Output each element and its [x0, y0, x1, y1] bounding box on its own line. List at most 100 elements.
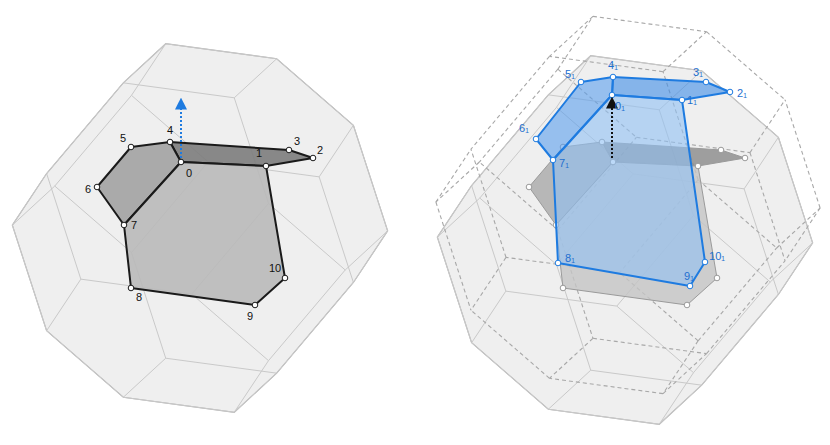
polyhedron-edge — [319, 177, 353, 283]
vertex-dot — [702, 259, 708, 265]
vertex-dot — [684, 302, 690, 308]
polyhedron-edge — [778, 243, 812, 295]
vertex-dot — [609, 92, 615, 98]
polyhedron-edge — [548, 409, 659, 424]
dashed-polyhedron-edge — [750, 153, 785, 261]
vertex-dot — [121, 222, 127, 228]
vertex-label: 3 — [293, 135, 301, 147]
vertex-label: 5₁ — [564, 68, 576, 80]
vertex-label: 10 — [268, 262, 282, 274]
polyhedron-edge — [47, 174, 81, 280]
vertex-label: 10₁ — [708, 250, 726, 262]
polyhedron-edge — [744, 137, 778, 189]
dashed-polyhedron-edge — [471, 257, 506, 310]
displacement-arrow — [180, 100, 182, 158]
polyhedron-edge — [437, 186, 471, 238]
vertex-label: 0 — [185, 167, 193, 179]
polyhedron-edge — [12, 174, 46, 226]
vertex-label: 6 — [84, 183, 92, 195]
vertex-dot — [718, 147, 724, 153]
vertex-label: 9₁ — [683, 270, 695, 282]
vertex-label: 7 — [130, 219, 138, 231]
dashed-polyhedron-edge — [436, 202, 471, 310]
dashed-polyhedron-edge — [777, 208, 820, 248]
vertex-dot — [533, 136, 539, 142]
dashed-polyhedron-edge — [549, 378, 663, 393]
polyhedron-edge — [694, 282, 771, 373]
vertex-label: 8₁ — [564, 252, 576, 264]
dashed-polyhedron-edge — [549, 338, 592, 378]
vertex-label: 4₁ — [607, 59, 619, 71]
vertex-dot — [263, 163, 269, 169]
dashed-polyhedron-edge — [785, 208, 820, 261]
right-solid — [437, 56, 812, 424]
polyhedron-edge — [192, 294, 269, 361]
vertex-dot — [703, 79, 709, 85]
polyhedron-edge — [12, 186, 54, 225]
vertex-dot — [555, 260, 561, 266]
polyhedron-edge — [472, 186, 506, 292]
vertex-dot — [742, 155, 748, 161]
polyhedron-edge — [123, 397, 234, 412]
polyhedron-edge — [591, 56, 702, 71]
dashed-polyhedron-edge — [593, 16, 707, 31]
polygon-face — [124, 162, 285, 305]
vertex-dot — [94, 184, 100, 190]
polyhedron-edge — [617, 306, 694, 373]
vertex-dot — [610, 74, 616, 80]
displacement-arrow — [611, 99, 613, 158]
vertex-label: 2 — [316, 144, 324, 156]
polyhedron-edge — [353, 231, 387, 283]
polyhedron-edge — [234, 59, 276, 98]
polyhedron-edge — [123, 44, 165, 83]
vertex-label: 1 — [255, 147, 263, 159]
vertex-label: 3₁ — [692, 66, 704, 78]
vertex-label: 5 — [119, 132, 127, 144]
polyhedron-edge — [166, 358, 277, 373]
vertex-dot — [526, 184, 532, 190]
vertex-label: 6₁ — [518, 122, 530, 134]
polyhedron-edge — [472, 95, 549, 186]
vertex-label: 2₁ — [736, 87, 748, 99]
dashed-polyhedron-edge — [663, 32, 706, 72]
vertex-dot — [167, 139, 173, 145]
vertex-dot — [727, 89, 733, 95]
vertex-label: 9 — [246, 310, 254, 322]
dashed-polyhedron-edge — [698, 248, 777, 341]
vertex-dot — [310, 155, 316, 161]
vertex-label: 1₁ — [686, 94, 698, 106]
dashed-polyhedron-edge — [785, 100, 820, 208]
polyhedron-edge — [47, 279, 81, 331]
vertex-dot — [578, 79, 584, 85]
displaced-polygon — [533, 74, 733, 289]
vertex-dot — [282, 275, 288, 281]
dashed-polyhedron-edge — [471, 310, 550, 378]
vertex-label: 4 — [166, 124, 174, 136]
polygon-face — [553, 95, 705, 286]
dashed-polyhedron-edge — [471, 149, 506, 257]
vertex-dot — [560, 285, 566, 291]
vertex-dot — [128, 285, 134, 291]
vertex-dot — [128, 144, 134, 150]
polyhedron-edge — [744, 189, 778, 295]
polyhedron-edge — [472, 343, 549, 410]
dashed-polyhedron-edge — [593, 338, 707, 353]
polyhedron-edge — [702, 294, 779, 385]
polyhedron-edge — [277, 59, 354, 126]
vertex-dot — [178, 159, 184, 165]
dashed-polyhedron-edge — [663, 341, 698, 394]
solid-silhouette — [437, 56, 812, 424]
vertex-dot — [550, 157, 556, 163]
vertex-dot — [252, 302, 258, 308]
dashed-polyhedron-edge — [436, 162, 479, 202]
polyhedron-edge — [437, 237, 471, 343]
vertex-dot — [714, 275, 720, 281]
polyhedron-edge — [166, 44, 277, 59]
dashed-polyhedron-edge — [750, 100, 785, 153]
vertex-label: 8 — [135, 291, 143, 303]
polyhedron-edge — [548, 370, 590, 409]
polyhedron-edge — [47, 331, 124, 398]
polyhedron-edge — [123, 83, 234, 98]
